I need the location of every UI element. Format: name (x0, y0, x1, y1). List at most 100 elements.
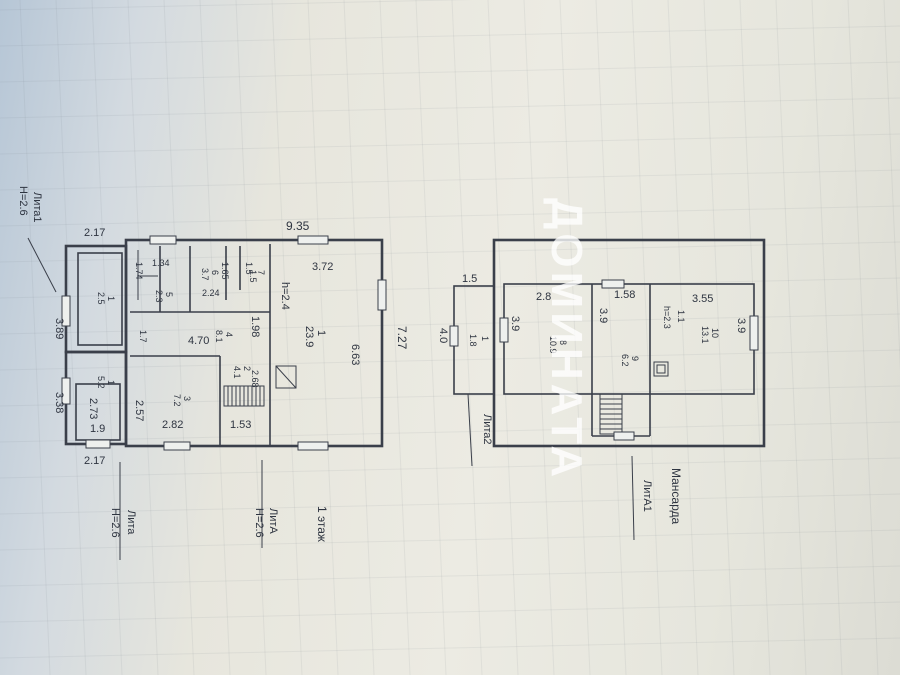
mansard-plan (449, 238, 766, 541)
room-area: 8.1 (214, 330, 224, 343)
lita-main-outline (124, 238, 384, 448)
grid-line (235, 0, 267, 675)
grid-line (0, 457, 900, 479)
grid-line (199, 0, 231, 675)
room-area: 1.5 (248, 270, 258, 283)
room-number: 1 (315, 330, 327, 336)
room-number: 1 (106, 380, 116, 385)
dim-label: 9.35 (286, 219, 310, 233)
chimney-symbol (653, 361, 669, 377)
grid-line (0, 565, 900, 587)
grid-line (0, 97, 900, 119)
grid-line (163, 0, 195, 675)
grid-line (0, 601, 900, 623)
grid-line (0, 0, 473, 11)
dim-label: 1.9 (90, 423, 105, 435)
grid-line (0, 421, 900, 443)
window (149, 235, 177, 245)
dim-label: 3.9 (509, 316, 521, 331)
dim-label: 6.63 (349, 344, 361, 365)
floor-title: 1 этаж (315, 506, 329, 542)
window (61, 377, 71, 405)
dim-label: 1.1 (676, 310, 686, 323)
room-number: 1 (480, 336, 490, 341)
grid-line (703, 0, 735, 675)
grid-line (883, 0, 900, 372)
dim-label: 3.9 (597, 308, 609, 323)
grid-line (451, 0, 483, 675)
room-area: 3.7 (200, 268, 210, 281)
grid-line (55, 0, 87, 675)
dim-label: 2.82 (162, 419, 183, 431)
window (297, 441, 329, 451)
annex-label: Лита (125, 510, 137, 535)
dim-label: 2.8 (536, 291, 551, 303)
grid-line (415, 0, 447, 675)
grid-line (0, 61, 900, 83)
annex-height: H=2.6 (17, 186, 29, 216)
room-area: 23.9 (303, 326, 315, 347)
grid-line (0, 385, 900, 407)
dim-label: 2.73 (87, 398, 99, 419)
grid-line (271, 0, 303, 675)
leader-line (631, 455, 635, 541)
window (749, 315, 759, 351)
annex-height: H=2.6 (109, 508, 121, 538)
mansard-outline (492, 238, 766, 448)
grid-line (631, 0, 663, 675)
room-area: 10.9 (548, 336, 558, 354)
lita1-annex-outline (64, 244, 128, 354)
dim-label: 2.17 (84, 455, 105, 467)
window (613, 431, 635, 441)
dim-label: 1.58 (614, 289, 635, 301)
annex-label: Лита2 (481, 414, 493, 445)
room-number: 2 (242, 366, 252, 371)
leader-line (27, 237, 57, 293)
grid-line (0, 637, 900, 659)
room-area: 2.5 (96, 292, 106, 305)
building-label: ЛитА1 (641, 480, 653, 512)
room-area: 13.1 (700, 326, 710, 344)
dim-label: 3.38 (53, 392, 65, 413)
grid-line (847, 0, 879, 675)
building-height: H=2.6 (253, 508, 265, 538)
window (449, 325, 459, 347)
room-number: 10 (710, 328, 720, 338)
grid-line (379, 0, 411, 675)
room-area: 5.2 (96, 376, 106, 389)
dim-label: 2.57 (133, 400, 145, 421)
grid-line (0, 529, 900, 551)
leader-line (467, 393, 473, 467)
lita1-room-outline (77, 252, 123, 346)
grid-line (811, 0, 843, 675)
dim-label: 3.9 (735, 318, 747, 333)
grid-line (343, 0, 375, 675)
dim-label: 2.17 (84, 227, 105, 239)
stove-symbol (275, 365, 297, 389)
dim-label: 3.72 (312, 261, 333, 273)
dim-label: 1.98 (249, 316, 261, 337)
dim-label: 4.70 (188, 335, 209, 347)
room-area: 6.2 (620, 354, 630, 367)
room-number: 5 (164, 292, 174, 297)
annex-label: Лита1 (31, 192, 43, 223)
grid-line (595, 0, 627, 675)
grid-line (559, 0, 591, 675)
grid-line (0, 169, 900, 191)
grid-line (523, 0, 555, 675)
room-number: 6 (210, 270, 220, 275)
dim-label: h=2.4 (279, 282, 291, 310)
window (163, 441, 191, 451)
room-number: 7 (256, 270, 266, 275)
floor-title: Мансарда (669, 468, 683, 525)
dim-label: 2.68 (250, 370, 260, 388)
grid-line (0, 241, 900, 263)
grid-line (0, 25, 900, 47)
dim-label: 1.7 (138, 330, 148, 343)
grid-line (91, 0, 123, 675)
dim-label: 1.65 (220, 262, 230, 280)
dim-label: 3.55 (692, 293, 713, 305)
dim-label: 2.24 (202, 288, 220, 298)
